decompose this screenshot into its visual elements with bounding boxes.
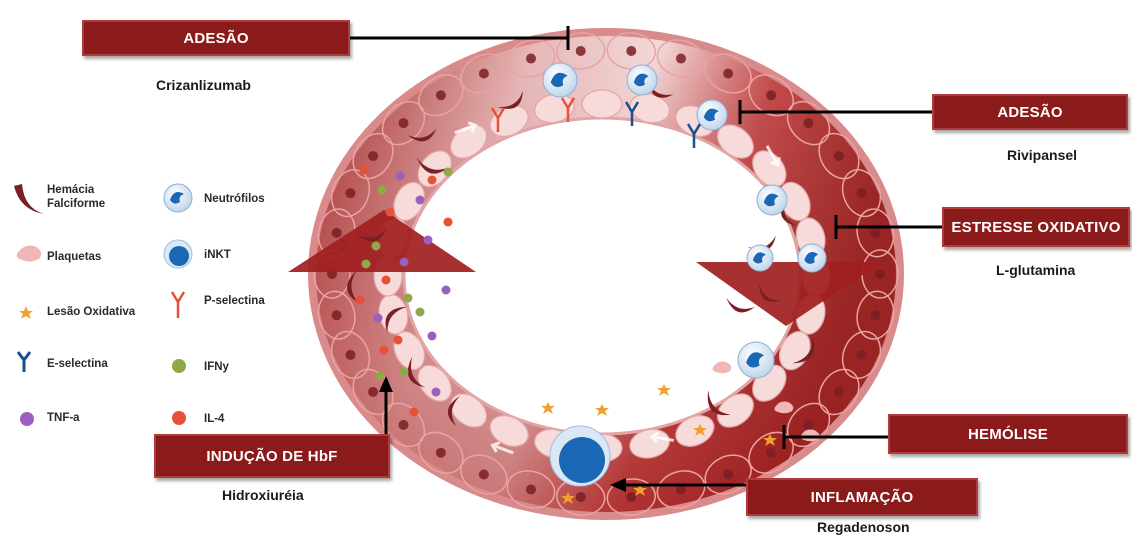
cytokine-dot (382, 276, 391, 285)
tnf-dot-icon (20, 412, 34, 426)
cytokine-dot (396, 172, 405, 181)
cytokine-dot (394, 336, 403, 345)
cell-nucleus (875, 269, 885, 279)
cell-nucleus (834, 151, 844, 161)
legend-label-e-selectina: E-selectina (47, 357, 108, 371)
cytokine-dot (400, 258, 409, 267)
cell-nucleus (676, 54, 686, 64)
cytokine-dot (416, 308, 425, 317)
inducao-hbf-box: INDUÇÃO DE HbF (154, 434, 390, 478)
cytokine-dot (404, 294, 413, 303)
cell-nucleus (332, 310, 342, 320)
cytokine-dot (444, 168, 453, 177)
cell-nucleus (332, 228, 342, 238)
cell-nucleus (766, 448, 776, 458)
cell-nucleus (436, 448, 446, 458)
cell-nucleus (399, 420, 409, 430)
drug-regadenoson: Regadenoson (817, 519, 910, 535)
platelet-icon (17, 246, 41, 262)
cell-nucleus (526, 54, 536, 64)
cell-nucleus (803, 118, 813, 128)
cytokine-dot (428, 176, 437, 185)
legend-label-ifny: IFNy (204, 360, 229, 374)
legend-label-p-selectina: P-selectina (204, 294, 265, 308)
cell-nucleus (526, 484, 536, 494)
drug-crizanlizumab: Crizanlizumab (156, 77, 251, 93)
cytokine-dot (386, 208, 395, 217)
cell-nucleus (368, 387, 378, 397)
legend-label-plaquetas: Plaquetas (47, 250, 101, 264)
cell-nucleus (856, 188, 866, 198)
cytokine-dot (378, 186, 387, 195)
cytokine-dot (432, 388, 441, 397)
inner-endothelial-cell (582, 90, 622, 118)
neutrophil-icon (164, 184, 192, 212)
legend-label-lesao-oxidativa: Lesão Oxidativa (47, 305, 135, 319)
cell-nucleus (436, 90, 446, 100)
cell-nucleus (870, 228, 880, 238)
cell-nucleus (368, 151, 378, 161)
adesao-box-2: ADESÃO (932, 94, 1128, 130)
cytokine-dot (372, 242, 381, 251)
cytokine-dot (374, 314, 383, 323)
cell-nucleus (723, 68, 733, 78)
cell-nucleus (856, 350, 866, 360)
legend-label-il-4: IL-4 (204, 412, 224, 426)
legend-label-inkt: iNKT (204, 248, 231, 262)
cytokine-dot (360, 166, 369, 175)
cell-nucleus (346, 188, 356, 198)
cell-nucleus (479, 68, 489, 78)
cell-nucleus (803, 420, 813, 430)
drug-rivipansel: Rivipansel (1007, 147, 1077, 163)
cytokine-dot (400, 368, 409, 377)
drug-l-glutamina: L-glutamina (996, 262, 1075, 278)
cytokine-dot (424, 236, 433, 245)
cell-nucleus (723, 470, 733, 480)
adesao-box-1: ADESÃO (82, 20, 350, 56)
cell-nucleus (576, 492, 586, 502)
inflamacao-box: INFLAMAÇÃO (746, 478, 978, 516)
cell-nucleus (870, 310, 880, 320)
cell-nucleus (766, 90, 776, 100)
il4-dot-icon (172, 411, 186, 425)
cytokine-dot (444, 218, 453, 227)
estresse-oxidativo-box: ESTRESSE OXIDATIVO (942, 207, 1130, 247)
ifn-dot-icon (172, 359, 186, 373)
oxidative-star-icon (19, 306, 33, 319)
inkt-nucleus (559, 437, 605, 483)
e-selectin-icon (18, 352, 30, 372)
cytokine-dot (376, 372, 385, 381)
cell-nucleus (626, 492, 636, 502)
cell-nucleus (479, 470, 489, 480)
cell-nucleus (399, 118, 409, 128)
cytokine-dot (380, 346, 389, 355)
cytokine-dot (356, 296, 365, 305)
drug-hidroxiureia: Hidroxiuréia (222, 487, 304, 503)
cytokine-dot (362, 260, 371, 269)
cell-nucleus (576, 46, 586, 56)
p-selectin-icon (172, 292, 184, 318)
legend-label-hemacia-falciforme: Hemácia Falciforme (47, 183, 105, 211)
cytokine-dot (416, 196, 425, 205)
legend-label-tnf-a: TNF-a (47, 411, 80, 425)
legend-label-neutrofilos: Neutrófilos (204, 192, 265, 206)
cell-nucleus (834, 387, 844, 397)
inkt-icon (164, 240, 192, 268)
cell-nucleus (346, 350, 356, 360)
sickle-cell-icon (14, 184, 44, 214)
cytokine-dot (428, 332, 437, 341)
cytokine-dot (442, 286, 451, 295)
cytokine-dot (410, 408, 419, 417)
cell-nucleus (626, 46, 636, 56)
hemolise-box: HEMÓLISE (888, 414, 1128, 454)
